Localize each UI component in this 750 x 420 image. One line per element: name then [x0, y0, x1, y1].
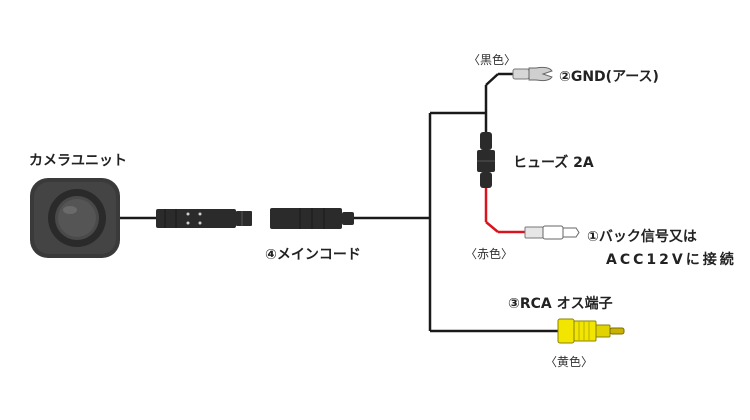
- camera-connector-icon: [156, 209, 252, 228]
- black-color-label: 〈黒色〉: [468, 53, 517, 67]
- gnd-terminal-icon: [512, 66, 553, 82]
- red-color-label: 〈赤色〉: [465, 247, 514, 261]
- acc-label-line1: ①バック信号又は: [587, 229, 697, 245]
- acc-terminal-icon: [524, 225, 580, 240]
- fuse-label: ヒューズ 2A: [513, 155, 594, 171]
- camera-unit-icon: [30, 178, 120, 258]
- gnd-wire: [484, 72, 515, 113]
- acc-label-line2: ACC12Vに接続: [606, 252, 737, 268]
- yellow-color-label: 〈黄色〉: [545, 355, 594, 369]
- red-wire: [484, 188, 527, 234]
- main-cord-wiring: [354, 111, 532, 333]
- fuse-holder-icon: [477, 132, 495, 188]
- camera-unit-label: カメラユニット: [29, 153, 127, 169]
- rca-plug-icon: [557, 318, 625, 344]
- main-cord-label: ④メインコード: [265, 247, 361, 263]
- gnd-label: ②GND(アース): [559, 69, 659, 85]
- rca-label: ③RCA オス端子: [508, 296, 613, 312]
- main-cord-connector-icon: [270, 208, 354, 229]
